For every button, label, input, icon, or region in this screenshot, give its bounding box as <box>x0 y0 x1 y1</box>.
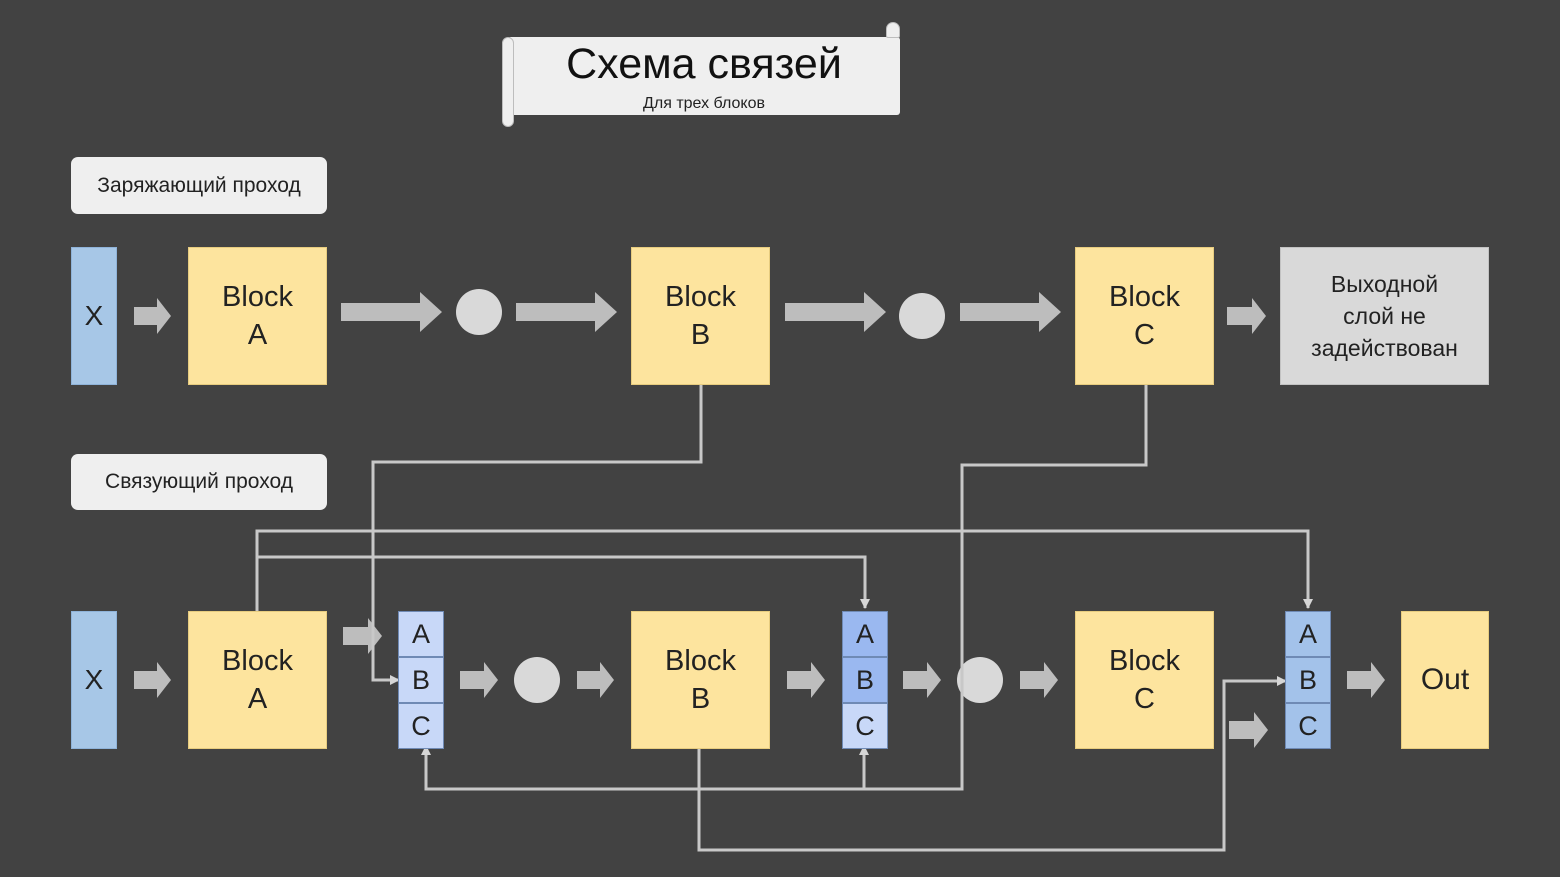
arrow-c-to-output-top <box>1227 298 1266 334</box>
stack3-cell-b-label: B <box>1298 664 1317 695</box>
link-pass-label: Связующий проход <box>71 454 327 510</box>
top-input-x-label: X <box>84 300 104 331</box>
arrow-circle-to-c <box>1020 662 1058 698</box>
unused-output-layer: Выходной слой не задействован <box>1280 247 1489 385</box>
top-input-x: X <box>71 247 117 385</box>
bottom-input-x: X <box>71 611 117 749</box>
scroll-rod-icon <box>502 37 514 127</box>
top-block-a-line1: Block <box>222 281 293 313</box>
arrow-stack1-to-circle <box>460 662 498 698</box>
stack2-cell-b: B <box>842 657 888 703</box>
stack2-cell-a: A <box>842 611 888 657</box>
wire-topc-to-stack2-c <box>859 385 1148 791</box>
bottom-junction-2 <box>957 657 1003 703</box>
bottom-block-a: Block A <box>188 611 327 749</box>
title-banner <box>508 37 900 115</box>
stack1-cell-a: A <box>398 611 444 657</box>
arrow-a-to-stack1 <box>343 618 382 654</box>
top-block-a: Block A <box>188 247 327 385</box>
wire-b-to-stack3-b <box>697 676 1287 852</box>
stack3-cell-a: A <box>1285 611 1331 657</box>
arrow-circle2-to-c-top <box>960 292 1061 332</box>
top-block-a-line2: A <box>247 319 268 351</box>
bottom-block-c-line2: C <box>1134 683 1155 715</box>
stack2-cell-a-label: A <box>855 618 874 649</box>
arrow-a-to-circle1-top <box>341 292 442 332</box>
top-junction-1 <box>456 289 502 335</box>
page-title: Схема связей <box>566 40 842 88</box>
wire-to-stack1-c <box>421 745 864 791</box>
top-junction-2 <box>899 293 945 339</box>
stack1-cell-c-label: C <box>411 710 431 741</box>
stack1-cell-b-label: B <box>411 664 430 695</box>
arrow-x-to-a-bottom <box>134 662 171 698</box>
arrow-stack2-to-circle <box>903 662 941 698</box>
bottom-block-b: Block B <box>631 611 770 749</box>
stack3-cell-c-label: C <box>1298 710 1318 741</box>
wire-topb-to-stack1-b <box>371 385 703 685</box>
bottom-block-c: Block C <box>1075 611 1214 749</box>
wire-a-to-stack3-a <box>255 529 1313 611</box>
top-block-c-line2: C <box>1134 319 1155 351</box>
stack3-cell-c: C <box>1285 703 1331 749</box>
bottom-block-a-line2: A <box>247 683 268 715</box>
charge-pass-label: Заряжающий проход <box>71 157 327 214</box>
unused-output-line1: Выходной <box>1330 271 1439 297</box>
arrow-c-to-stack3 <box>1229 712 1268 748</box>
stack2-cell-b-label: B <box>855 664 874 695</box>
top-block-b-line2: B <box>690 319 711 351</box>
arrow-circle-to-b <box>577 662 614 698</box>
arrow-b-to-stack2 <box>787 662 825 698</box>
stack3-cell-a-label: A <box>1298 618 1317 649</box>
stack1-cell-c: C <box>398 703 444 749</box>
top-block-c: Block C <box>1075 247 1214 385</box>
arrow-circle1-to-b-top <box>516 292 617 332</box>
stack2-cell-c-label: C <box>855 710 875 741</box>
arrow-x-to-a-top <box>134 298 171 334</box>
arrow-stack3-to-out <box>1347 662 1385 698</box>
stack1-cell-b: B <box>398 657 444 703</box>
stack3-cell-b: B <box>1285 657 1331 703</box>
stack1-cell-a-label: A <box>411 618 430 649</box>
top-block-b-line1: Block <box>665 281 736 313</box>
bottom-junction-1 <box>514 657 560 703</box>
stack2-cell-c: C <box>842 703 888 749</box>
output-block: Out <box>1401 611 1489 749</box>
wire-a-to-stack2-a <box>257 555 870 609</box>
bottom-block-b-line1: Block <box>665 645 736 677</box>
arrow-b-to-circle2-top <box>785 292 886 332</box>
page-subtitle: Для трех блоков <box>643 95 765 112</box>
top-block-c-line1: Block <box>1109 281 1180 313</box>
bottom-block-c-line1: Block <box>1109 645 1180 677</box>
output-block-label: Out <box>1420 663 1470 696</box>
unused-output-line3: задействован <box>1311 335 1458 361</box>
scroll-curl-icon <box>886 22 900 38</box>
unused-output-line2: слой не <box>1343 303 1426 329</box>
bottom-block-b-line2: B <box>690 683 711 715</box>
bottom-input-x-label: X <box>84 664 104 695</box>
bottom-block-a-line1: Block <box>222 645 293 677</box>
top-block-b: Block B <box>631 247 770 385</box>
